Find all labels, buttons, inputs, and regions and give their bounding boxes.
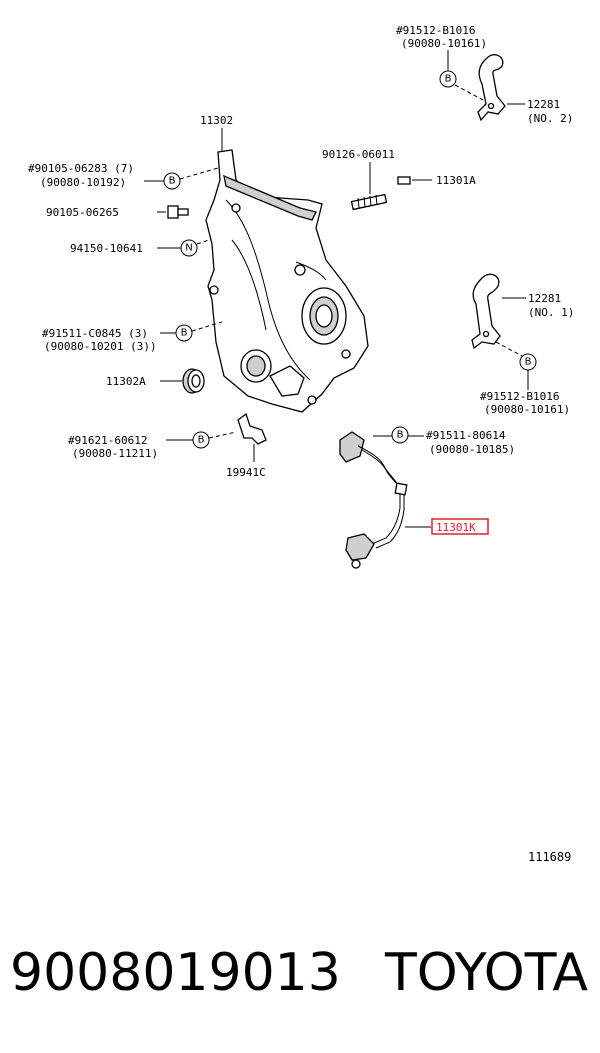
label-90105-06283: #90105-06283 (7): [28, 162, 134, 175]
dashed-leader: [495, 341, 523, 357]
badge-b-icon: B: [439, 70, 457, 88]
svg-text:B: B: [445, 74, 452, 85]
stud-bolt-icon: [350, 193, 388, 211]
dashed-leader: [454, 84, 484, 101]
part-number: 9008019013: [10, 943, 341, 1003]
dashed-leader: [179, 167, 219, 180]
footer: 9008019013 TOYOTA: [0, 928, 600, 1018]
dowel-pin-icon: [397, 176, 411, 185]
sensor-harness-icon: [339, 431, 408, 569]
label-no2: (NO. 2): [527, 112, 573, 125]
label-11302a: 11302A: [106, 375, 146, 388]
svg-text:B: B: [525, 357, 532, 368]
clamp-bracket-icon: [237, 412, 267, 445]
diagram-code: 111689: [528, 850, 572, 864]
bolt-icon: [167, 205, 189, 219]
brand-name: TOYOTA: [385, 943, 588, 1003]
label-90080-10161-top: (90080-10161): [401, 37, 487, 50]
label-90080-10185: (90080-10185): [429, 443, 515, 456]
bolt-hole-icon: [482, 330, 490, 338]
label-90080-11211: (90080-11211): [72, 447, 158, 460]
svg-text:B: B: [198, 435, 205, 446]
label-no1: (NO. 1): [528, 306, 574, 319]
badge-n-icon: N: [180, 239, 198, 257]
highlight-box: [431, 518, 489, 535]
label-90080-10161-mid: (90080-10161): [484, 403, 570, 416]
badge-b-icon: B: [519, 353, 537, 371]
badge-b-icon: B: [192, 431, 210, 449]
bracket-no1-icon: [471, 273, 501, 350]
parts-diagram: #91512-B1016 (90080-10161) B 12281 (NO. …: [28, 24, 574, 569]
label-91621-60612: #91621-60612: [68, 434, 147, 447]
timing-chain-cover-icon: [205, 149, 369, 413]
svg-text:N: N: [185, 243, 192, 254]
bolt-hole-icon: [487, 102, 495, 110]
label-19941c: 19941C: [226, 466, 266, 479]
badge-b-icon: B: [163, 172, 181, 190]
label-94150-10641: 94150-10641: [70, 242, 143, 255]
oil-seal-icon: [182, 368, 205, 394]
label-90080-10201: (90080-10201 (3)): [44, 340, 157, 353]
label-11302: 11302: [200, 114, 233, 127]
label-90126-06011: 90126-06011: [322, 148, 395, 161]
label-91512-b1016-top: #91512-B1016: [396, 24, 475, 37]
badge-b-icon: B: [175, 324, 193, 342]
svg-text:B: B: [181, 328, 188, 339]
label-11301a: 11301A: [436, 174, 476, 187]
badge-b-icon: B: [391, 426, 409, 444]
label-90105-06265: 90105-06265: [46, 206, 119, 219]
dashed-leader: [208, 431, 237, 439]
label-12281-no1: 12281: [528, 292, 561, 305]
label-12281-no2: 12281: [527, 98, 560, 111]
label-91512-b1016-mid: #91512-B1016: [480, 390, 559, 403]
svg-text:B: B: [169, 176, 176, 187]
label-90080-10192: (90080-10192): [40, 176, 126, 189]
svg-text:B: B: [397, 430, 404, 441]
label-11301k[interactable]: 11301K: [436, 521, 476, 534]
dashed-leader: [191, 321, 223, 332]
label-91511-c0845: #91511-C0845 (3): [42, 327, 148, 340]
bracket-no2-icon: [477, 54, 506, 122]
label-91511-80614: #91511-80614: [426, 429, 506, 442]
